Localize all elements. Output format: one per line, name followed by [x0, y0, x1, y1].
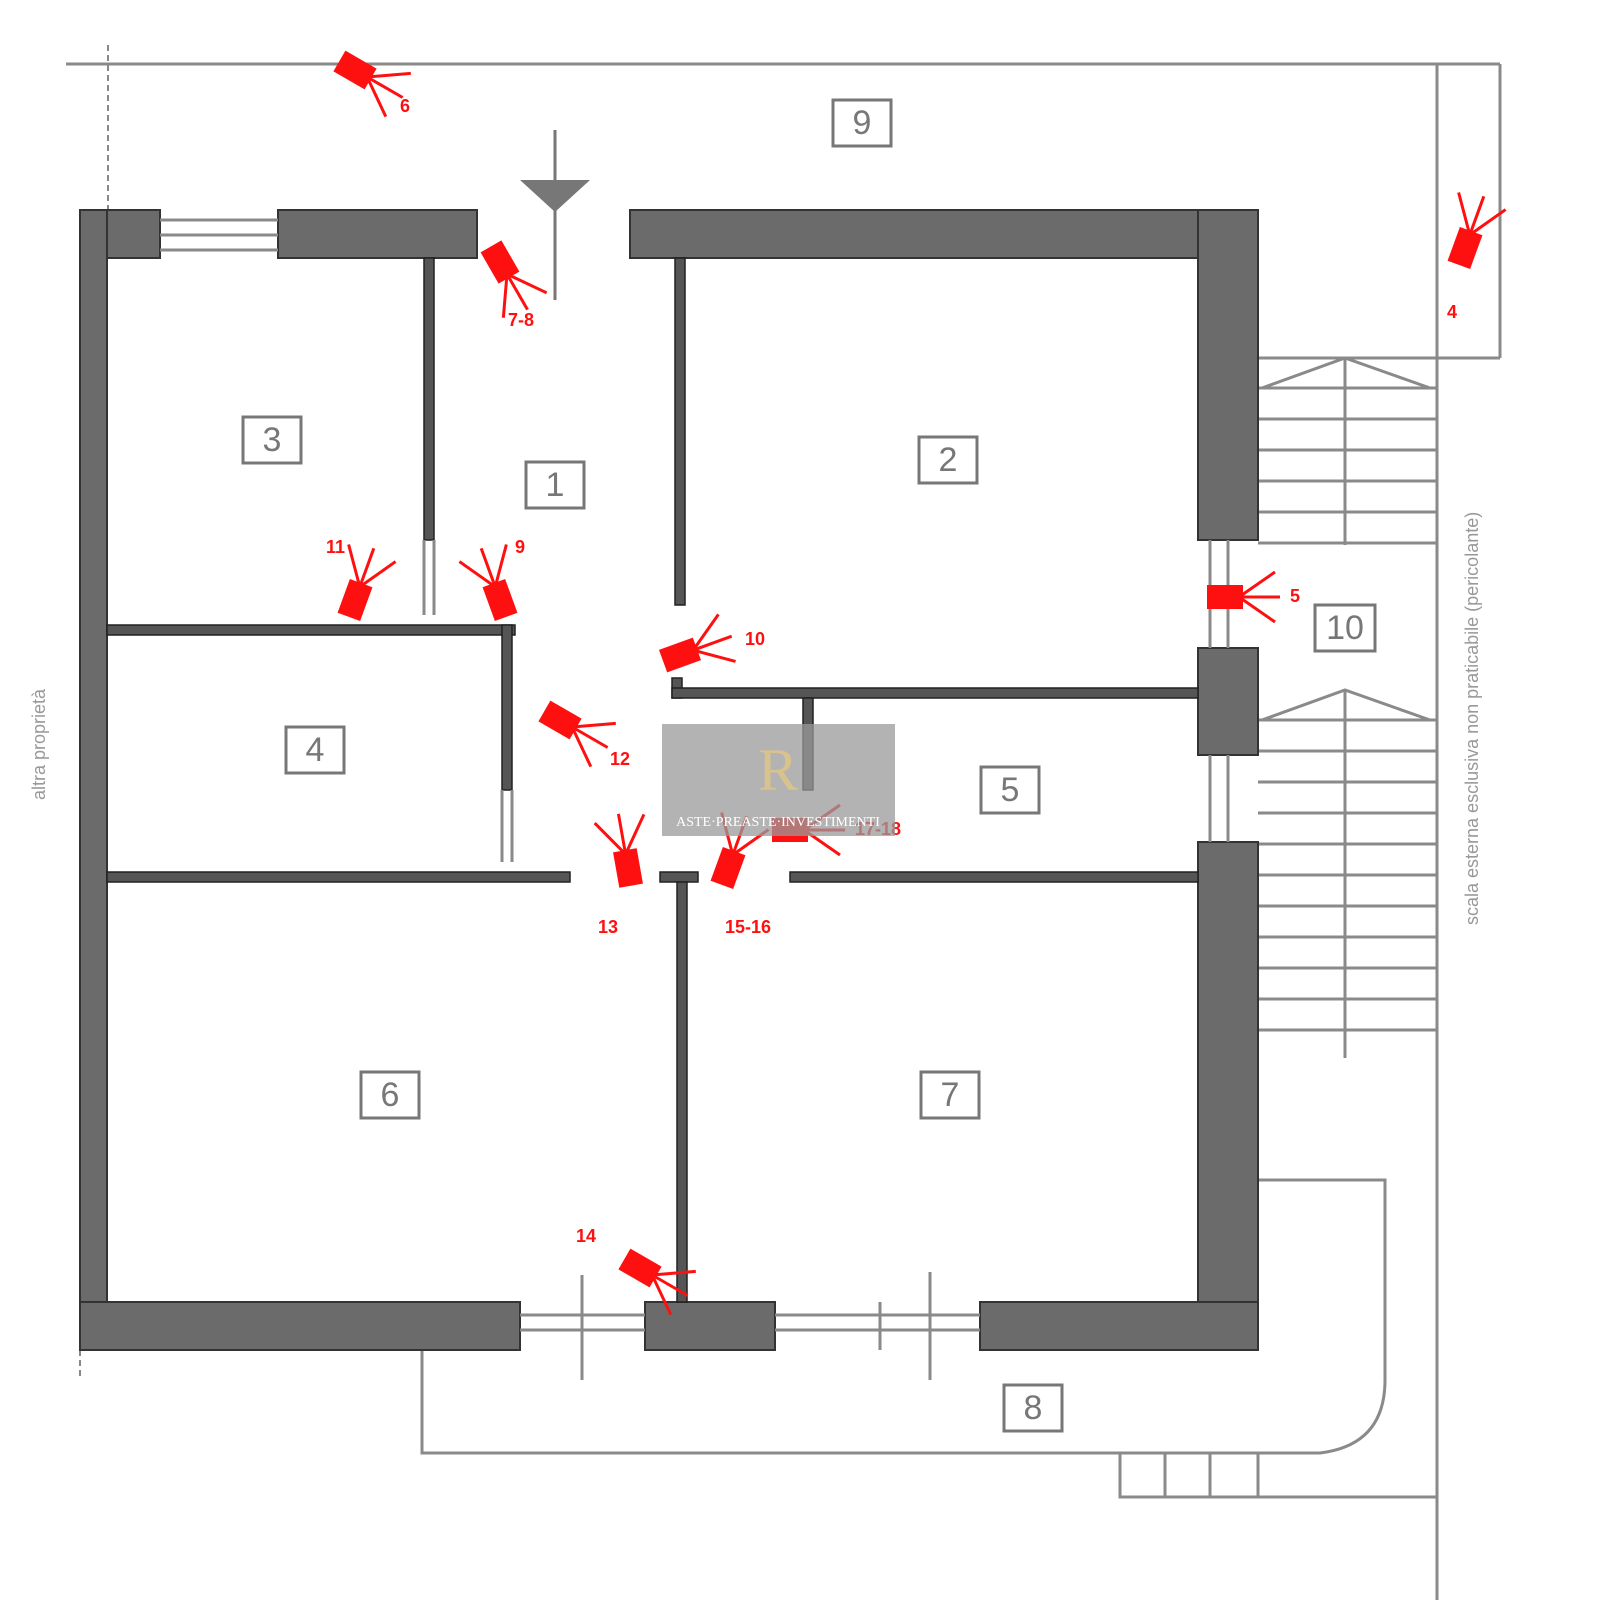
room-number: 10 [1326, 609, 1364, 647]
camera-icon: 7-8 [480, 240, 548, 330]
camera-label: 15-16 [725, 917, 771, 937]
room-number: 4 [306, 731, 325, 769]
camera-icon: 9 [458, 537, 525, 622]
camera-label: 10 [745, 629, 765, 649]
room-number: 3 [263, 421, 282, 459]
watermark-text: ASTE·PREASTE·INVESTIMENTI [676, 815, 880, 830]
camera-label: 14 [576, 1226, 596, 1246]
room-label: 7 [919, 1070, 981, 1120]
room-label: 1 [524, 460, 586, 510]
svg-text:R: R [758, 737, 798, 803]
camera-icon: 5 [1207, 570, 1300, 624]
room-label: 2 [917, 435, 979, 485]
camera-icon: 13 [593, 813, 646, 937]
room-label: 9 [831, 98, 893, 148]
camera-label: 11 [326, 537, 345, 557]
right-note: scala esterna esclusiva non praticabile … [1462, 512, 1482, 925]
room-number: 5 [1001, 771, 1020, 809]
left-note: altra proprietà [29, 688, 49, 800]
camera-label: 6 [400, 96, 410, 116]
room-label: 4 [284, 725, 346, 775]
room-label: 6 [359, 1070, 421, 1120]
camera-label: 7-8 [508, 310, 534, 330]
camera-label: 13 [598, 917, 618, 937]
room-number: 2 [939, 441, 958, 479]
camera-icon: 6 [333, 50, 411, 118]
camera-icon: 11 [326, 537, 397, 622]
watermark-logo: R ASTE·PREASTE·INVESTIMENTI [662, 724, 895, 836]
room-number: 6 [381, 1076, 400, 1114]
room-number: 8 [1024, 1389, 1043, 1427]
room-number: 9 [853, 104, 872, 142]
camera-icon: 12 [538, 700, 630, 769]
camera-label: 4 [1447, 302, 1457, 322]
camera-label: 9 [515, 537, 525, 557]
room-number: 1 [546, 466, 565, 504]
entrance-arrow-icon [520, 130, 590, 300]
room-label: 8 [1002, 1383, 1064, 1433]
camera-icon: 14 [576, 1226, 696, 1316]
room-number: 7 [941, 1076, 960, 1114]
external-stairs [1258, 356, 1437, 1058]
room-label: 5 [979, 765, 1041, 815]
camera-icon: 4 [1447, 192, 1507, 322]
walls [79, 209, 1259, 1380]
camera-icon: 10 [658, 613, 765, 673]
camera-label: 5 [1290, 586, 1300, 606]
camera-label: 12 [610, 749, 630, 769]
room-label: 10 [1313, 603, 1377, 653]
room-label: 3 [241, 415, 303, 465]
